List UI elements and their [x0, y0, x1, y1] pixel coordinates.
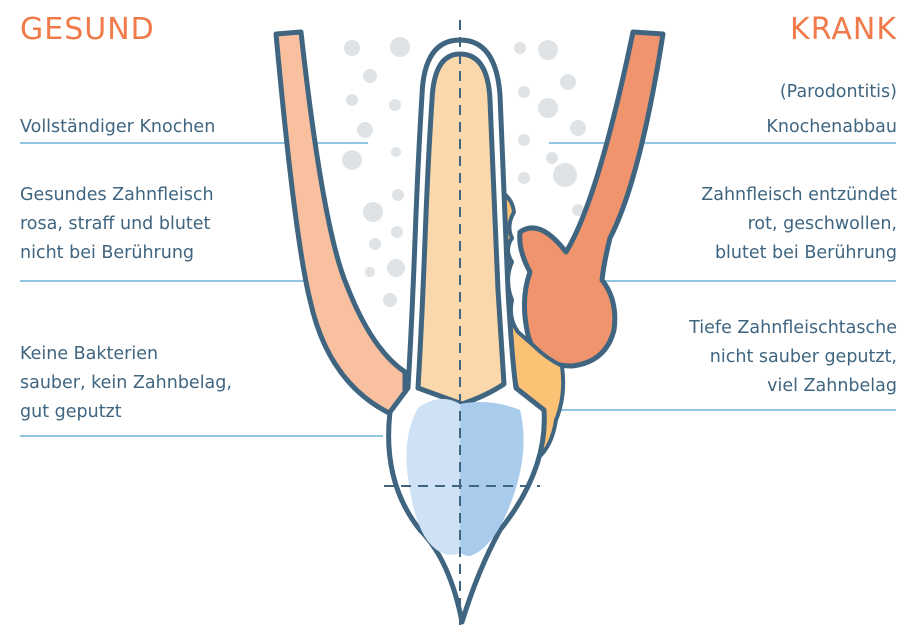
bone-dot	[344, 40, 360, 56]
label-bone-loss: Knochenabbau	[766, 113, 897, 142]
pulp-right	[460, 402, 524, 556]
bone-dot	[383, 293, 397, 307]
bone-dot	[391, 147, 401, 157]
label-inflamed-gum: Zahnfleisch entzündet rot, geschwollen, …	[701, 181, 897, 268]
label-complete-bone: Vollständiger Knochen	[20, 113, 215, 142]
bone-dot	[514, 42, 526, 54]
bone-dot	[365, 267, 375, 277]
bone-dot	[546, 152, 558, 164]
bone-dot	[553, 163, 577, 187]
bone-dot	[518, 86, 530, 98]
title-sick: KRANK	[790, 12, 897, 47]
bone-dot	[570, 120, 586, 136]
bone-dot	[538, 98, 558, 118]
bone-dot	[357, 122, 373, 138]
bone-dot	[391, 226, 403, 238]
bone-dot	[363, 202, 383, 222]
bone-dot	[389, 99, 401, 111]
healthy-gum	[276, 32, 405, 420]
label-no-bacteria: Keine Bakterien sauber, kein Zahnbelag, …	[20, 340, 232, 427]
bone-dot	[560, 74, 576, 90]
subtitle-periodontitis: (Parodontitis)	[780, 78, 897, 107]
bone-dot	[387, 259, 405, 277]
title-healthy: GESUND	[20, 12, 155, 47]
inflamed-gum	[520, 32, 663, 366]
bone-dot	[538, 40, 558, 60]
pulp-left	[406, 399, 460, 555]
bone-dot	[342, 150, 362, 170]
label-deep-pocket: Tiefe Zahnfleischtasche nicht sauber gep…	[689, 314, 897, 401]
bone-dot	[346, 94, 358, 106]
bone-dot	[518, 172, 530, 184]
bone-dot	[363, 69, 377, 83]
bone-dot	[369, 238, 381, 250]
bone-dot	[392, 189, 404, 201]
bone-dot	[390, 37, 410, 57]
label-healthy-gum: Gesundes Zahnfleisch rosa, straff und bl…	[20, 181, 214, 268]
bone-dot	[518, 134, 530, 146]
